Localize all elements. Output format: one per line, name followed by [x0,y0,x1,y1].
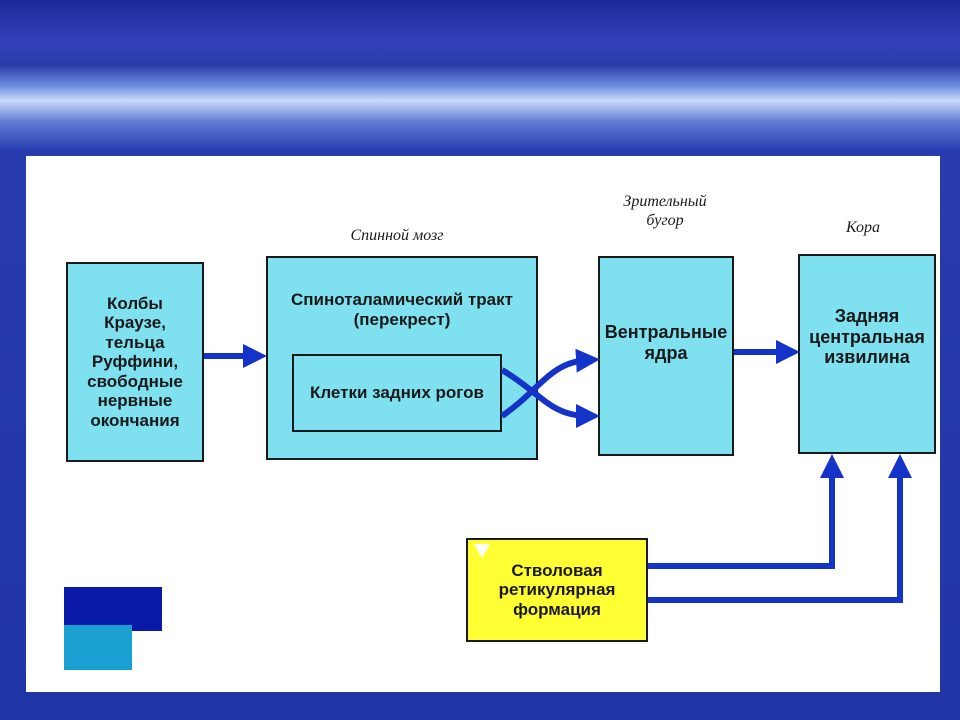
postcentral-gyrus-box: Задняя центральная извилина [798,254,936,454]
spinothalamic-tract-label: Спиноталамический тракт (перекрест) [291,290,513,329]
ventral-nuclei-box: Вентральные ядра [598,256,734,456]
caption-cortex: Кора [845,219,880,236]
receptors-box: Колбы Краузе, тельца Руффини, свободные … [66,262,204,462]
dorsal-horn-cells-box: Клетки задних рогов [292,354,502,432]
reticular-formation-box: Стволовая ретикулярная формация [466,538,648,642]
arrow-cross-up [500,348,600,419]
arrow-reticular-to-gyrus-1 [648,454,844,569]
deco-square-light [64,625,132,670]
caption-thalamus: Зрительный бугор [623,193,707,230]
triangle-marker-icon [474,544,490,558]
caption-spinal-cord: Спинной мозг [350,227,444,244]
arrow-reticular-to-gyrus-2 [648,454,912,603]
deco-square-dark [64,587,162,631]
arrow-cross-down [500,367,600,428]
